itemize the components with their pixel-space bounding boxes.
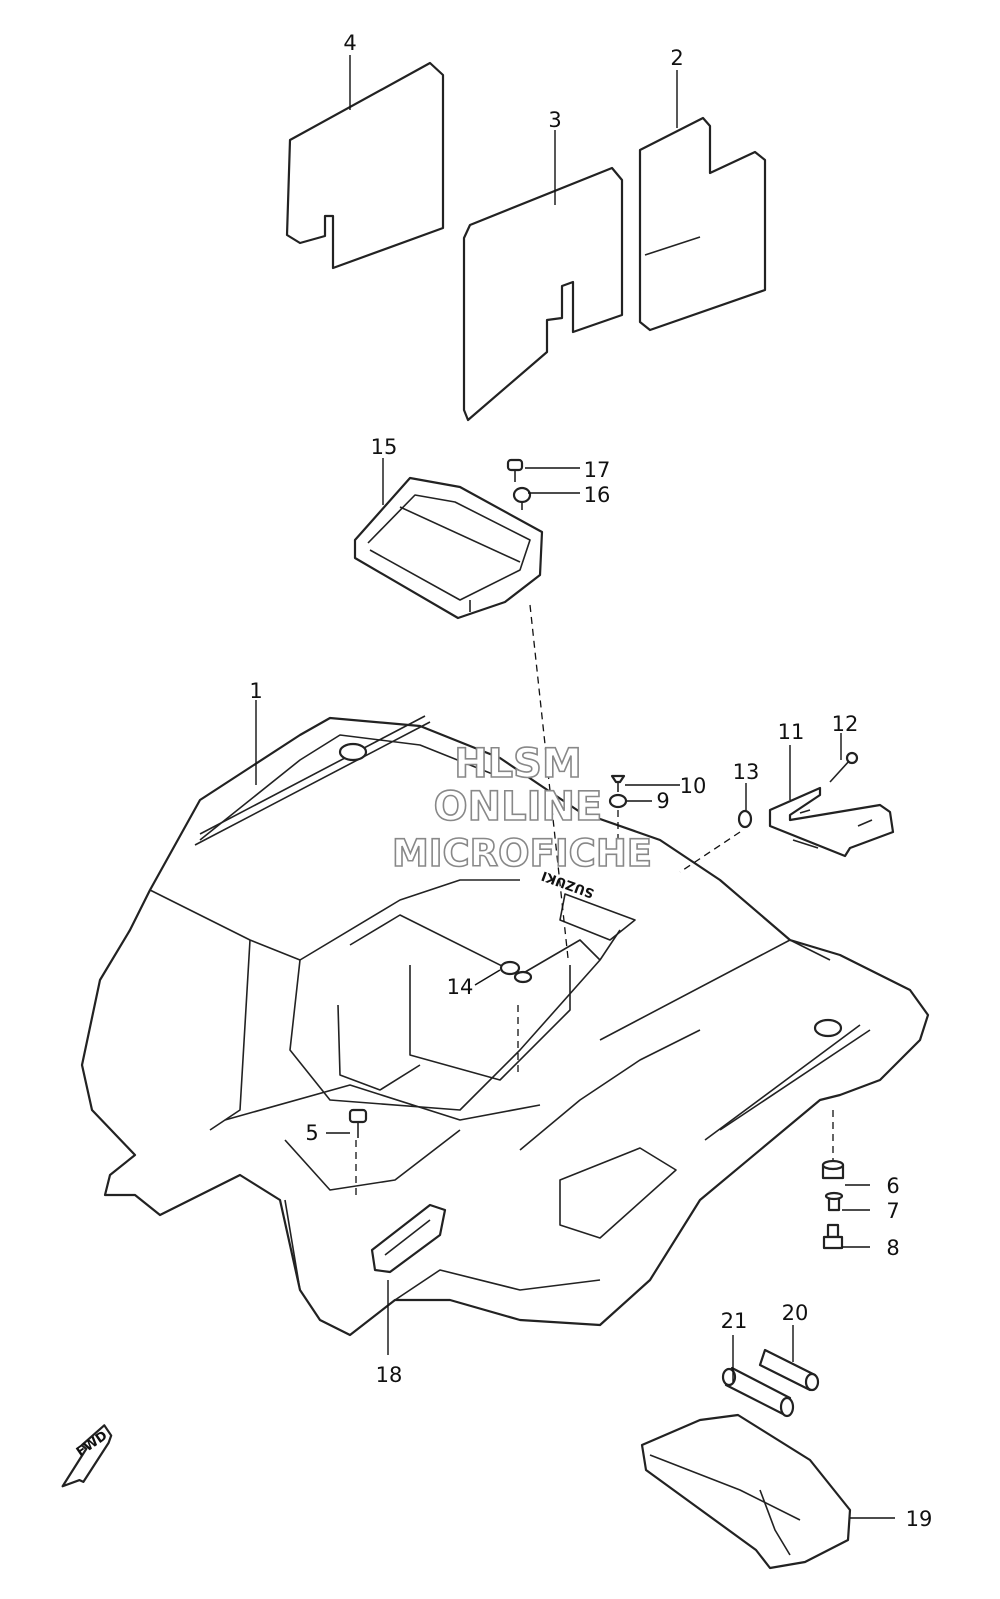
decal-18 [370, 1203, 447, 1274]
callout-12: 12 [832, 712, 859, 736]
callout-3: 3 [548, 108, 561, 132]
bolt-5 [348, 1108, 368, 1138]
callout-4: 4 [343, 31, 356, 55]
fwd-arrow: FWD [61, 1424, 113, 1488]
callout-19: 19 [906, 1507, 933, 1531]
grommet-14 [499, 960, 521, 976]
watermark-line-3: MICROFICHE [392, 832, 652, 875]
mud-flap-2 [638, 116, 767, 332]
screw-17 [506, 458, 524, 482]
callout-2: 2 [670, 46, 683, 70]
watermark: HLSM ONLINE MICROFICHE [391, 740, 653, 876]
callout-1: 1 [249, 679, 262, 703]
storage-box-15 [353, 476, 544, 620]
callout-14: 14 [447, 975, 474, 999]
mud-flap-4 [285, 61, 445, 270]
screw-10 [610, 774, 626, 792]
callout-16: 16 [584, 483, 611, 507]
screw-12 [829, 751, 859, 783]
cushion-6 [821, 1159, 845, 1180]
callout-7: 7 [886, 1199, 899, 1223]
callout-15: 15 [371, 435, 398, 459]
callout-5: 5 [305, 1121, 318, 1145]
callout-6: 6 [886, 1174, 899, 1198]
assembly-lines [355, 604, 834, 1195]
collar-7 [824, 1191, 844, 1212]
washer-13 [737, 809, 753, 829]
nut-9 [608, 793, 628, 809]
pin-21 [721, 1366, 795, 1418]
callouts: 1 2 3 4 5 6 7 8 9 10 11 12 13 14 15 16 1… [249, 31, 932, 1531]
rear-fender-1: SUZUKI [80, 715, 930, 1337]
callout-10: 10 [680, 774, 707, 798]
pin-20 [758, 1348, 820, 1392]
callout-18: 18 [376, 1363, 403, 1387]
cover-19 [640, 1413, 852, 1570]
callout-9: 9 [656, 789, 669, 813]
mud-flap-3 [462, 166, 624, 422]
callout-11: 11 [778, 720, 805, 744]
leader-lines [255, 55, 895, 1519]
callout-20: 20 [782, 1301, 809, 1325]
bolt-8 [822, 1223, 844, 1250]
bracket-11 [768, 786, 895, 858]
callout-17: 17 [584, 458, 611, 482]
callout-8: 8 [886, 1236, 899, 1260]
watermark-line-2: ONLINE [434, 784, 603, 830]
watermark-line-1: HLSM [454, 741, 582, 787]
callout-21: 21 [721, 1309, 748, 1333]
nut-16 [512, 486, 532, 510]
callout-13: 13 [733, 760, 760, 784]
